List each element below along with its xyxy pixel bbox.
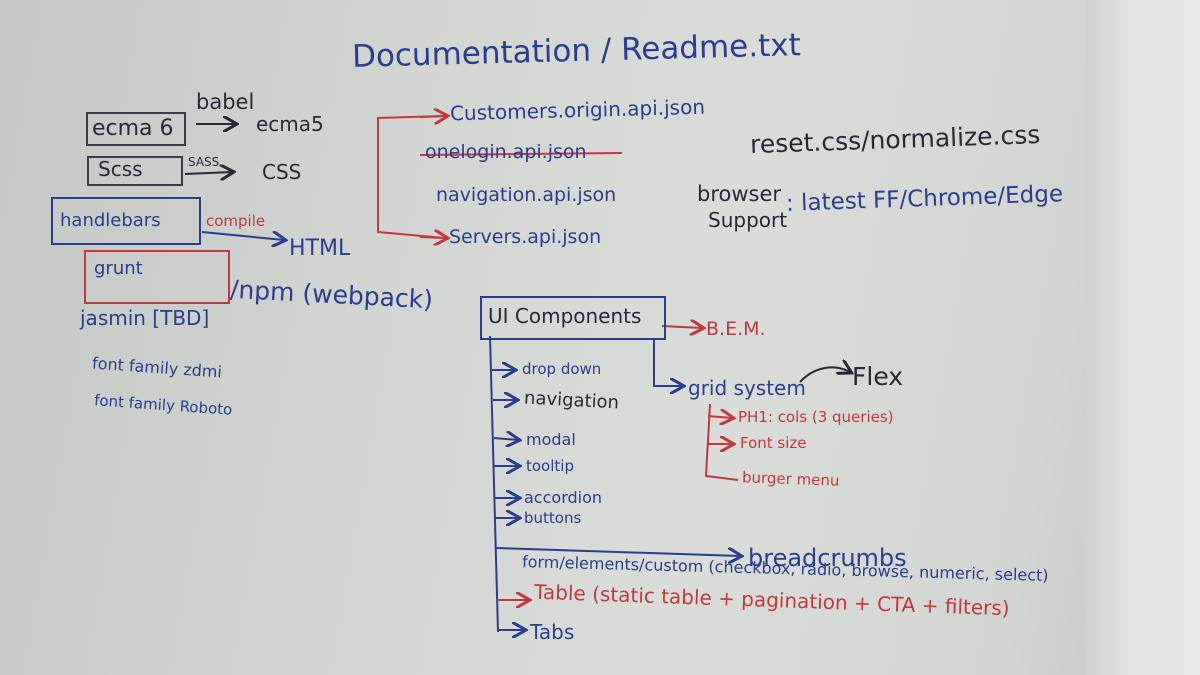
flex-label: Flex bbox=[852, 362, 904, 391]
ui-components-box bbox=[480, 296, 666, 340]
item-navigation: navigation bbox=[523, 387, 620, 414]
api-customers: Customers.origin.api.json bbox=[449, 94, 706, 126]
ui-components-title: UI Components bbox=[488, 304, 642, 328]
strike-onelogin bbox=[419, 152, 623, 156]
grid-item-burger-menu: burger menu bbox=[741, 468, 840, 490]
grunt-label: grunt bbox=[94, 258, 143, 279]
ui-trunk bbox=[489, 335, 499, 633]
api-navigation: navigation.api.json bbox=[436, 184, 617, 206]
grid-item-font-size: Font size bbox=[740, 434, 807, 452]
html-label: HTML bbox=[289, 236, 351, 261]
compile-label: compile bbox=[206, 212, 266, 230]
item-buttons: buttons bbox=[524, 509, 582, 527]
whiteboard-edge bbox=[1085, 0, 1200, 675]
arrow-breadcrumbs bbox=[495, 547, 740, 556]
grid-item-ph1: PH1: cols (3 queries) bbox=[738, 408, 894, 426]
ecma6-box bbox=[86, 112, 186, 146]
bem-label: B.E.M. bbox=[706, 318, 766, 340]
item-modal: modal bbox=[526, 430, 576, 449]
arrow-servers bbox=[419, 237, 446, 238]
api-bracket bbox=[377, 115, 445, 239]
ecma6-label: ecma 6 bbox=[92, 116, 174, 141]
browser-label: browser bbox=[697, 182, 782, 206]
item-drop-down: drop down bbox=[522, 360, 602, 378]
arrow-sass bbox=[184, 172, 232, 174]
arrow-customers bbox=[419, 116, 446, 117]
item-accordion: accordion bbox=[524, 488, 603, 507]
handlebars-label: handlebars bbox=[60, 210, 161, 231]
jasmin-label: jasmin [TBD] bbox=[80, 306, 210, 330]
babel-label: babel bbox=[196, 90, 255, 114]
sass-label: SASS bbox=[188, 155, 220, 169]
scss-box bbox=[87, 156, 183, 186]
api-servers: Servers.api.json bbox=[449, 226, 602, 248]
support-label: Support bbox=[708, 208, 788, 232]
grid-branch bbox=[653, 340, 682, 386]
grunt-box bbox=[84, 250, 230, 304]
grid-system-label: grid system bbox=[688, 376, 806, 400]
api-onelogin: onelogin.api.json bbox=[425, 141, 587, 163]
item-tooltip: tooltip bbox=[526, 457, 574, 475]
grid-sub-bracket bbox=[704, 403, 739, 481]
css-label: CSS bbox=[262, 160, 302, 184]
arrow-flex bbox=[799, 367, 850, 383]
tabs-label: Tabs bbox=[530, 620, 575, 644]
scss-label: Scss bbox=[98, 157, 143, 181]
ecma5-label: ecma5 bbox=[256, 112, 324, 136]
breadcrumbs-label: breadcrumbs bbox=[748, 544, 907, 572]
arrow-compile bbox=[201, 232, 284, 240]
arrow-bem bbox=[661, 326, 702, 328]
handlebars-box bbox=[51, 197, 201, 245]
